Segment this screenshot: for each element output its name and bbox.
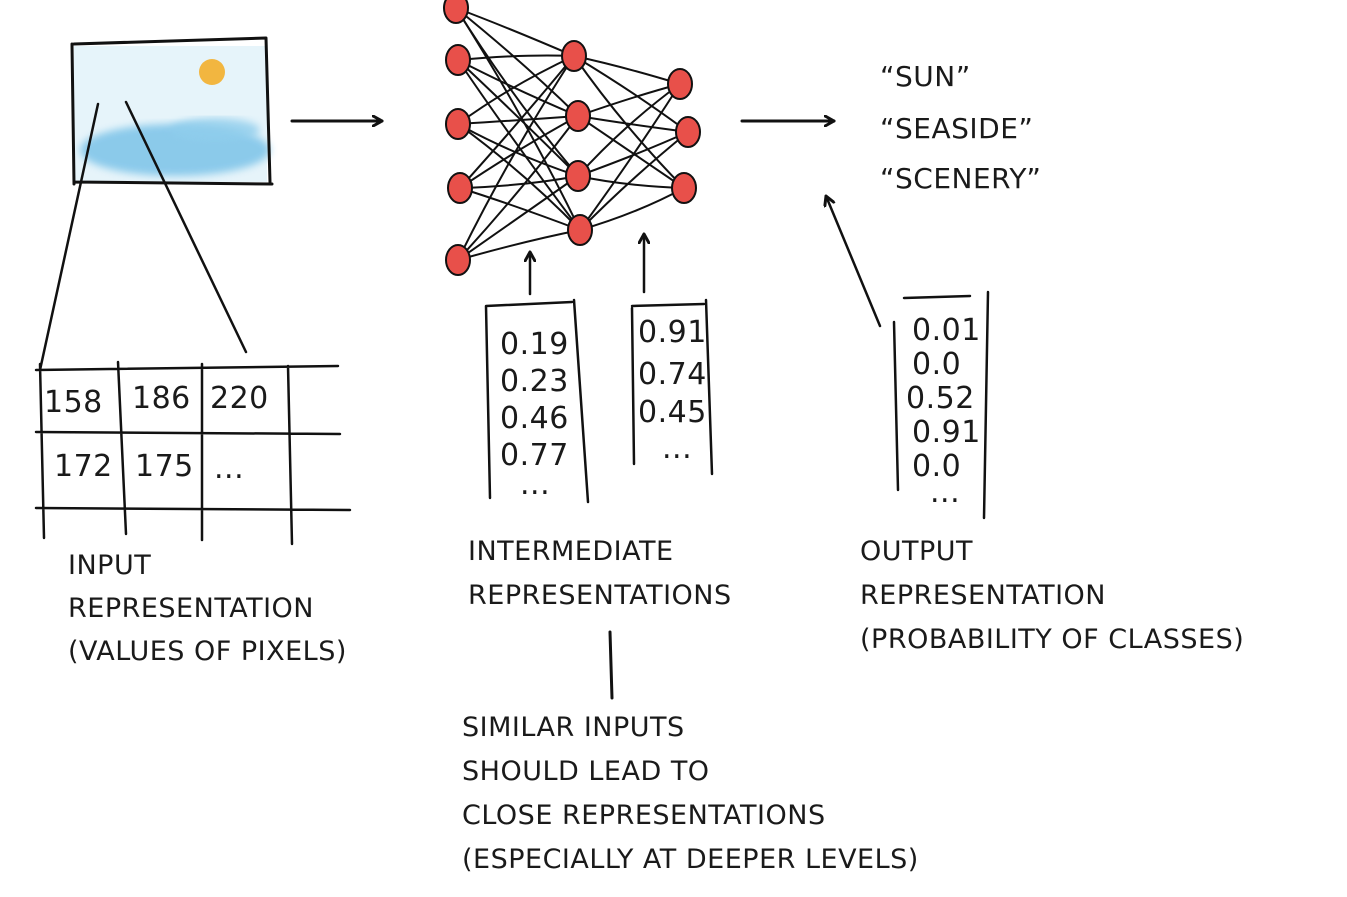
caption-line: INPUT	[68, 550, 151, 581]
neuron-node	[443, 0, 469, 24]
caption-line: REPRESENTATIONS	[468, 580, 732, 611]
network-connection	[457, 59, 579, 117]
caption-line: REPRESENTATION	[860, 580, 1106, 611]
note-line: CLOSE REPRESENTATIONS	[462, 800, 826, 831]
network-connection	[577, 115, 689, 133]
network-connection	[573, 55, 689, 133]
note: SIMILAR INPUTS SHOULD LEAD TO CLOSE REPR…	[462, 712, 919, 875]
output-vector: 0.01 0.0 0.52 0.91 0.0 ...	[826, 196, 990, 520]
pixel-value: ...	[214, 451, 244, 486]
vector-value: ...	[662, 431, 692, 466]
input-image	[38, 36, 274, 372]
pixel-value: 172	[54, 449, 113, 484]
note-line: SIMILAR INPUTS	[462, 712, 685, 743]
note-line: (ESPECIALLY AT DEEPER LEVELS)	[462, 844, 919, 875]
caption-line: (VALUES OF PIXELS)	[68, 636, 347, 667]
vector-value: 0.45	[638, 395, 707, 430]
image-wave	[170, 118, 260, 142]
network-neurons	[443, 0, 701, 276]
pixel-grid: 158 186 220 172 175 ...	[34, 360, 352, 546]
neuron-node	[667, 68, 693, 100]
class-label: “SEASIDE”	[880, 112, 1033, 145]
network-connection	[577, 83, 681, 177]
image-to-grid-lines	[38, 100, 248, 372]
pixel-value: 175	[135, 449, 194, 484]
network-connection	[459, 175, 579, 189]
neural-network	[443, 0, 701, 276]
network-connection	[459, 55, 575, 189]
network-connection	[573, 55, 681, 85]
class-labels: “SUN” “SEASIDE” “SCENERY”	[880, 60, 1041, 195]
vector-value: 0.91	[638, 315, 707, 350]
vector-value: 0.77	[500, 438, 569, 473]
vector-value: 0.23	[500, 364, 569, 399]
network-connection	[457, 59, 581, 231]
vector-value: 0.52	[906, 381, 975, 416]
vector-value: 0.01	[912, 313, 981, 348]
neuron-node	[671, 172, 697, 204]
neuron-node	[445, 44, 471, 76]
neuron-node	[675, 116, 701, 148]
neuron-node	[445, 244, 471, 276]
network-connection	[577, 115, 685, 189]
neuron-node	[565, 160, 591, 192]
neuron-node	[565, 100, 591, 132]
caption-line: REPRESENTATION	[68, 593, 314, 624]
arrow-output-to-classes	[826, 196, 882, 328]
vector-value: 0.19	[500, 327, 569, 362]
vector-brackets	[484, 298, 590, 504]
caption-line: (PROBABILITY OF CLASSES)	[860, 624, 1244, 655]
network-connection	[457, 55, 575, 125]
neuron-node	[561, 40, 587, 72]
network-connection	[457, 115, 579, 261]
intermediate-vector-2: 0.91 0.74 0.45 ...	[630, 234, 714, 476]
network-connection	[579, 131, 689, 231]
note-connector-line	[608, 630, 614, 700]
vector-value: ...	[930, 475, 960, 510]
pixel-value: 220	[210, 381, 269, 416]
pixel-value: 158	[44, 385, 103, 420]
vector-value: 0.74	[638, 357, 707, 392]
network-connection	[459, 115, 579, 189]
network-connection	[457, 175, 579, 261]
caption-line: OUTPUT	[860, 536, 973, 567]
network-connection	[457, 55, 575, 261]
network-connection	[455, 7, 579, 117]
network-connection	[457, 123, 581, 231]
neuron-node	[567, 214, 593, 246]
class-label: “SCENERY”	[880, 162, 1041, 195]
output-caption: OUTPUT REPRESENTATION (PROBABILITY OF CL…	[860, 536, 1244, 655]
input-caption: INPUT REPRESENTATION (VALUES OF PIXELS)	[68, 550, 347, 667]
vector-value: 0.46	[500, 401, 569, 436]
vector-brackets	[630, 298, 714, 476]
network-connection	[579, 83, 681, 231]
note-line: SHOULD LEAD TO	[462, 756, 710, 787]
vector-value: 0.0	[912, 347, 961, 382]
caption-line: INTERMEDIATE	[468, 536, 674, 567]
class-label: “SUN”	[880, 60, 971, 93]
vector-value: 0.0	[912, 449, 961, 484]
sun-icon	[199, 59, 225, 85]
network-connection	[573, 55, 685, 189]
grid-lines	[34, 360, 352, 546]
intermediate-caption: INTERMEDIATE REPRESENTATIONS	[468, 536, 732, 611]
network-connection	[457, 229, 581, 261]
network-connection	[455, 7, 581, 231]
vector-brackets	[892, 290, 990, 520]
pixel-value: 186	[132, 381, 191, 416]
vector-value: 0.91	[912, 415, 981, 450]
network-connection	[455, 7, 575, 57]
intermediate-vector-1: 0.19 0.23 0.46 0.77 ...	[484, 252, 590, 504]
network-connections	[455, 7, 689, 261]
neuron-node	[445, 108, 471, 140]
vector-value: ...	[520, 467, 550, 502]
neuron-node	[447, 172, 473, 204]
image-frame	[70, 36, 274, 186]
network-connection	[577, 83, 681, 117]
